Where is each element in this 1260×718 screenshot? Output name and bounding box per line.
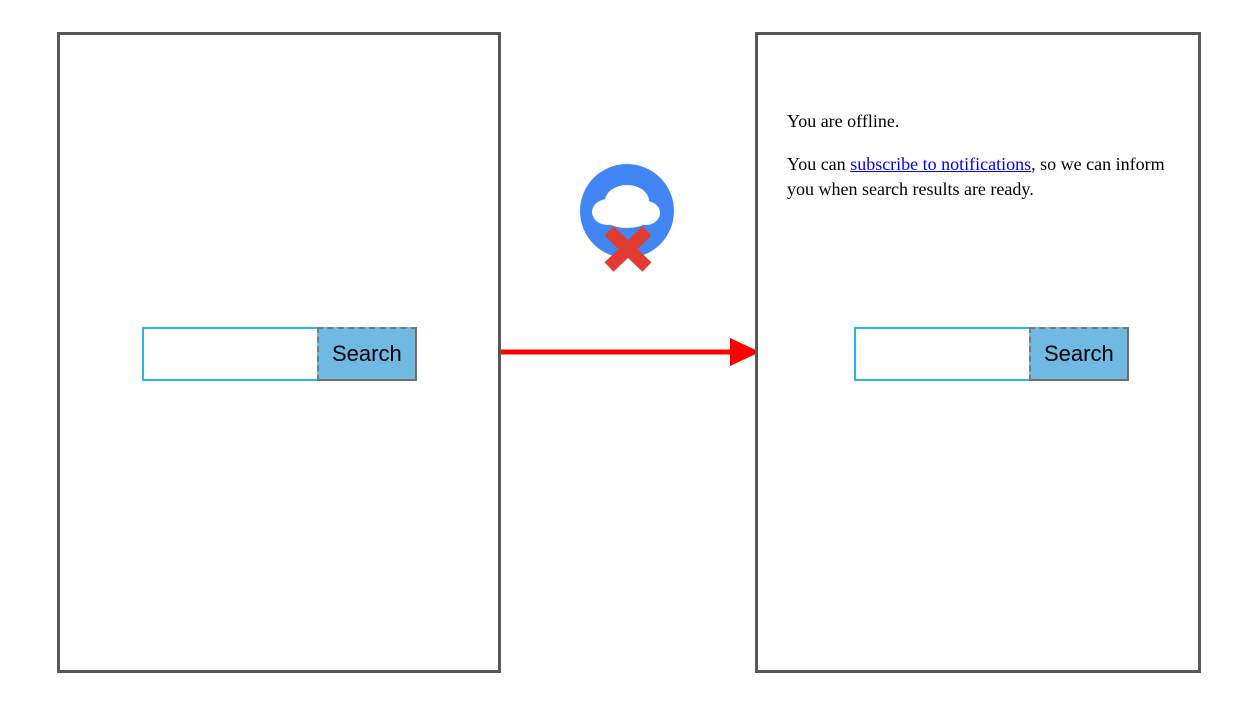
flow-arrow-right — [498, 332, 760, 372]
offline-line-suffix: , so we can inform you when search resul… — [787, 154, 1165, 199]
cloud-icon-x-mark — [604, 226, 652, 272]
cloud-shape — [592, 185, 660, 228]
offline-status-line: You are offline. — [787, 111, 900, 131]
subscribe-to-notifications-link[interactable]: subscribe to notifications — [850, 154, 1032, 174]
before-state-panel: Search — [57, 32, 501, 673]
search-button[interactable]: Search — [1029, 327, 1129, 381]
cloud-offline-icon — [578, 163, 678, 273]
offline-message-block: You are offline. You can subscribe to no… — [787, 109, 1179, 202]
after-state-panel: You are offline. You can subscribe to no… — [755, 32, 1201, 673]
search-input[interactable] — [854, 327, 1029, 381]
search-input[interactable] — [142, 327, 317, 381]
search-button[interactable]: Search — [317, 327, 417, 381]
search-widget-after: Search — [854, 327, 1129, 381]
search-widget-before: Search — [142, 327, 417, 381]
offline-line-prefix: You can — [787, 154, 851, 174]
offline-subscribe-line: You can subscribe to notifications, so w… — [787, 152, 1179, 202]
